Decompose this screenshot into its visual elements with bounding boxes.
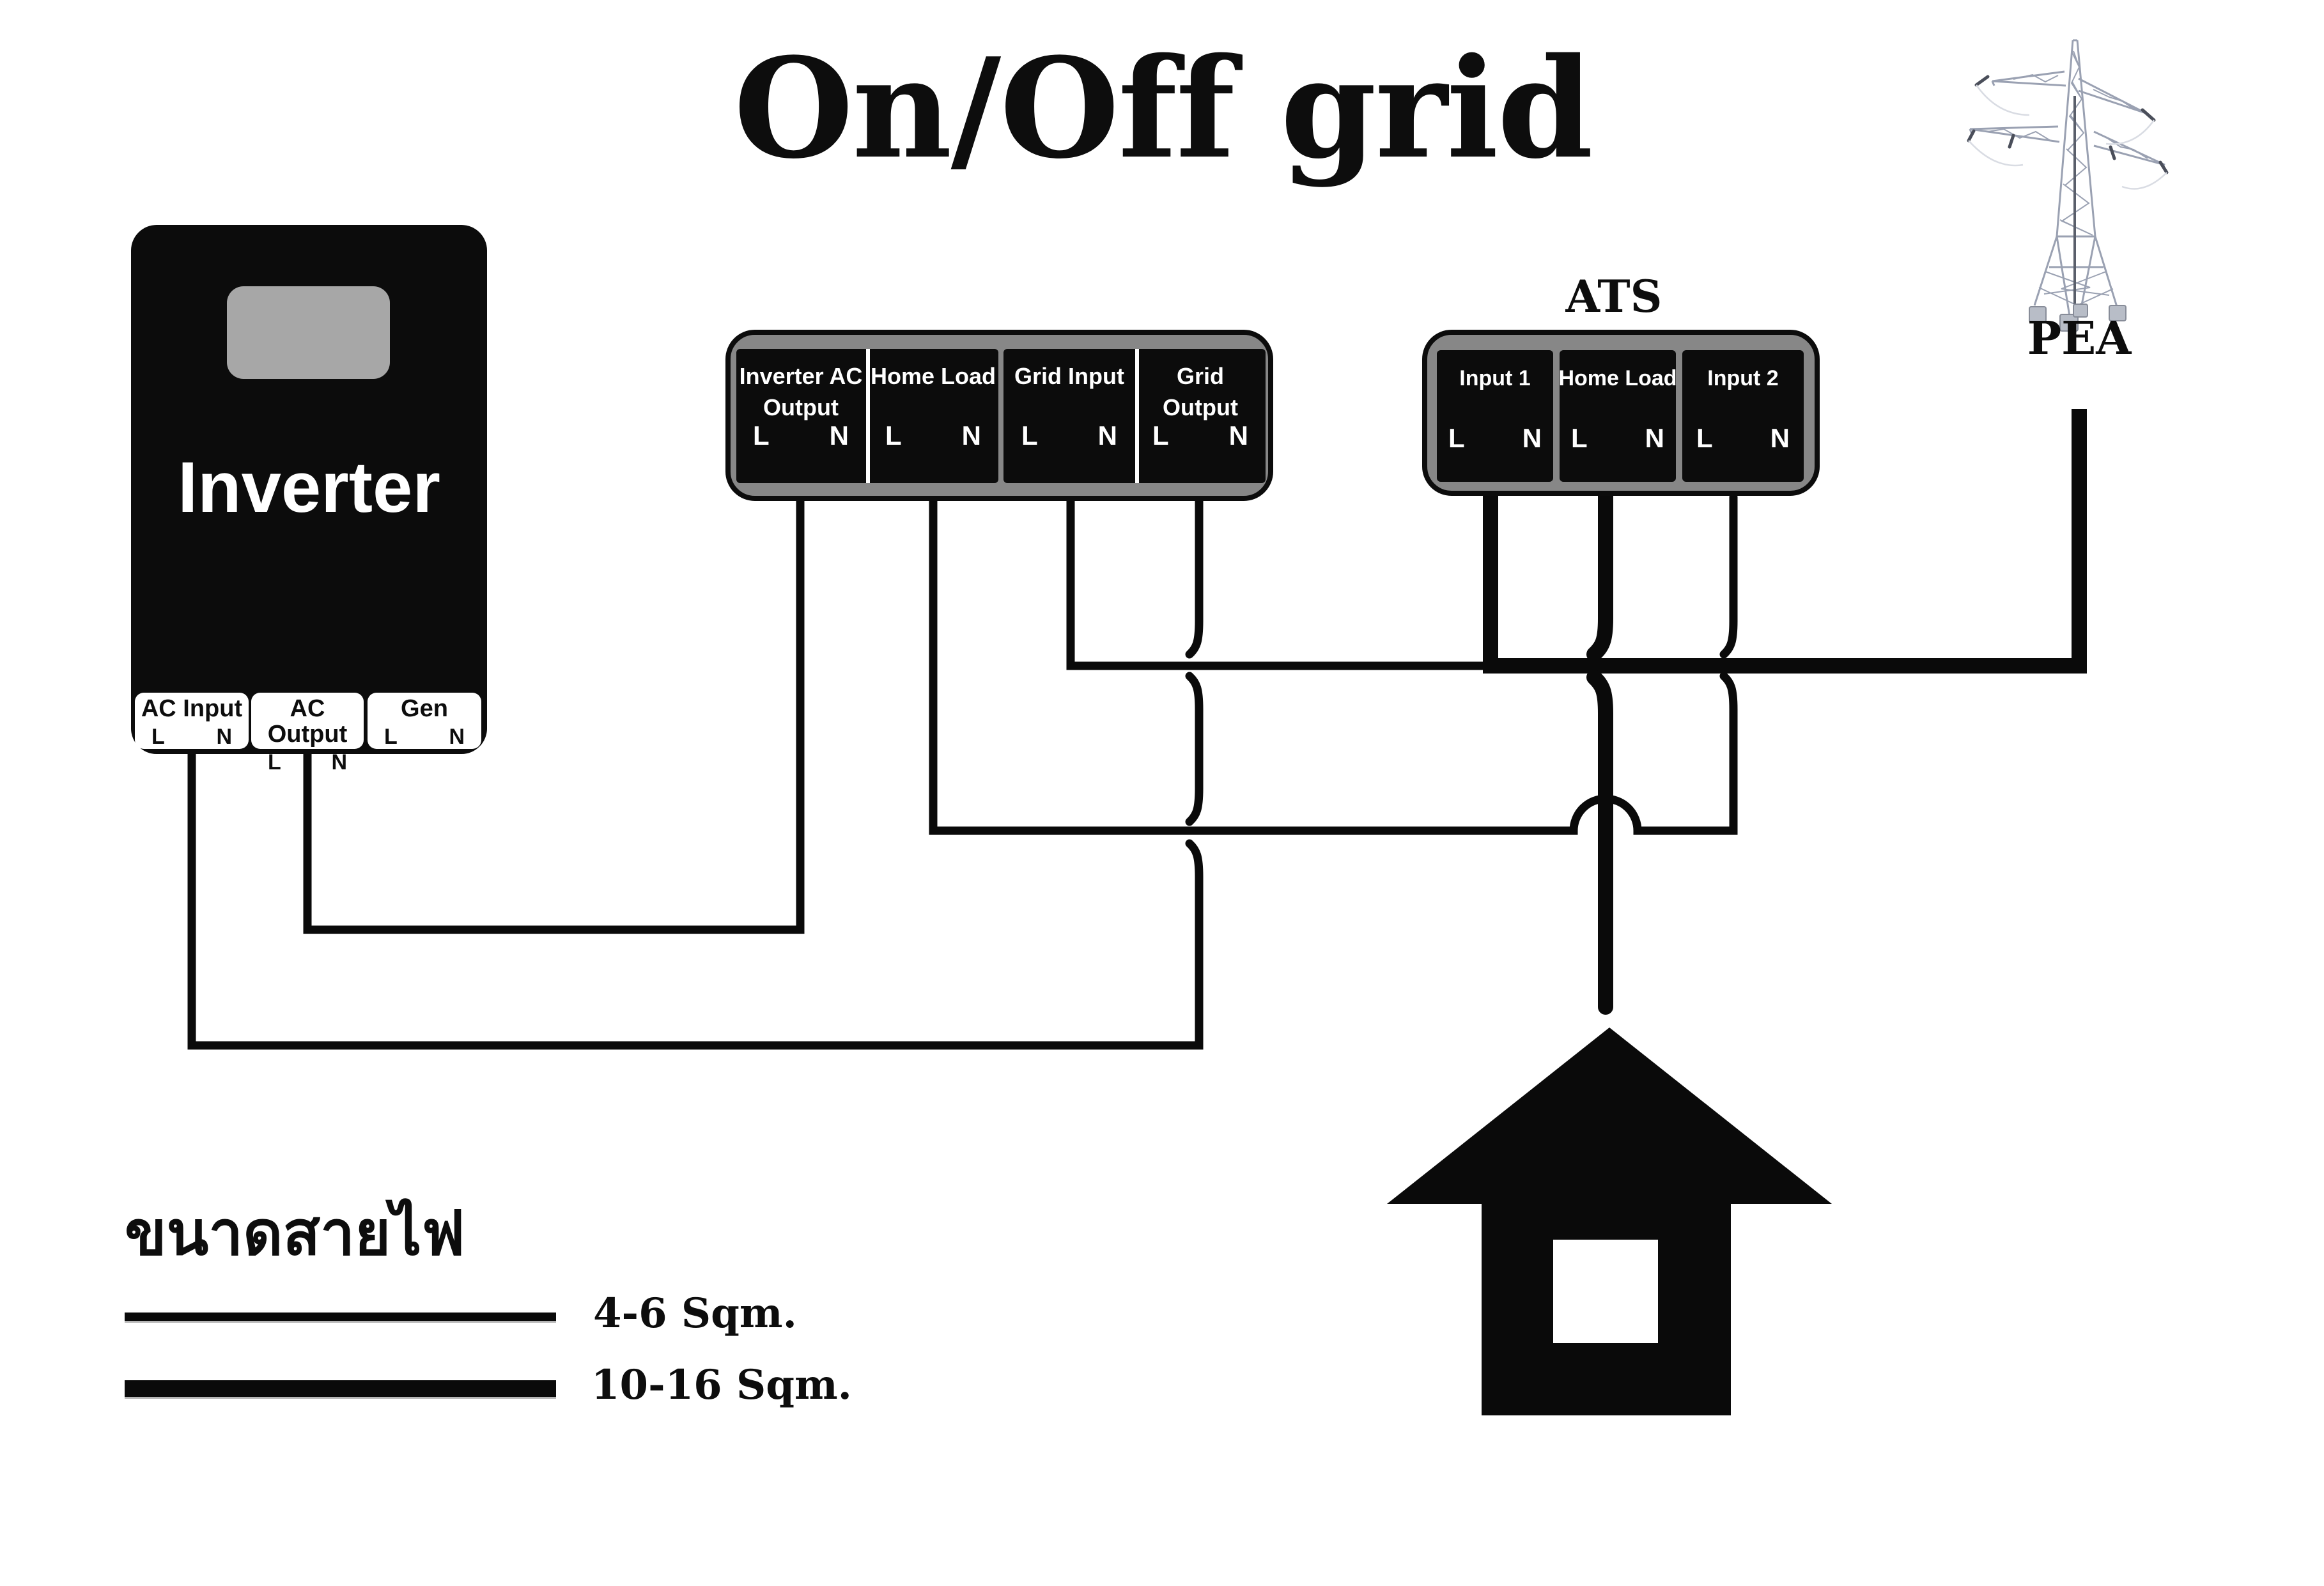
pin-n: N [449, 724, 465, 749]
ats-section-label: Input 2 [1707, 366, 1779, 390]
junction-section-label: Grid Input [1014, 363, 1124, 389]
transmission-tower-icon [1967, 39, 2169, 332]
legend-thick-wire-sample [125, 1380, 556, 1399]
page-title: On/Off grid [734, 27, 1593, 189]
pin-l: L [1571, 423, 1588, 453]
junction-section-label: Home Load [870, 363, 996, 389]
pin-n: N [1770, 423, 1790, 453]
junction-panel-right [1003, 349, 1266, 483]
pin-n: N [829, 420, 849, 450]
pin-l: L [268, 750, 281, 774]
pin-n: N [1645, 423, 1664, 453]
ats-section-pins: L N [1571, 423, 1664, 454]
terminal-label: AC Output [267, 695, 348, 748]
pin-n: N [1522, 423, 1542, 453]
legend-thin-wire-sample [125, 1313, 556, 1323]
pin-n: N [961, 420, 981, 450]
ats-panel-input1 [1437, 350, 1553, 482]
pea-label: PEA [2027, 311, 2132, 365]
pin-l: L [151, 724, 165, 749]
junction-section-label: Inverter AC Output [739, 363, 863, 420]
pin-n: N [1097, 420, 1117, 450]
pin-l: L [1152, 420, 1169, 450]
inverter-terminal-gen: Gen L N [368, 693, 481, 749]
terminal-label: AC Input [141, 695, 243, 722]
junction-section-pins: L N [885, 420, 981, 451]
pin-n: N [331, 750, 347, 774]
pin-l: L [1448, 423, 1465, 453]
ats-title: ATS [1565, 271, 1662, 323]
panel-divider [866, 349, 870, 483]
junction-section-pins: L N [753, 420, 849, 451]
wire-pea-feed [1483, 409, 2087, 674]
wire-grid-output-to-ac-input-a [187, 748, 1204, 1050]
ats-section-pins: L N [1448, 423, 1542, 454]
pin-l: L [753, 420, 770, 450]
inverter-label: Inverter [178, 447, 440, 527]
junction-section-label: Grid Output [1163, 363, 1238, 420]
wire-grid-input-to-pea-line [1066, 500, 1484, 670]
pin-l: L [384, 724, 398, 749]
pin-l: L [1021, 420, 1038, 450]
house-icon [1387, 1028, 1832, 1415]
wire-grid-output-to-ac-input-b [1185, 672, 1204, 826]
ats-section-label: Input 1 [1459, 366, 1531, 390]
legend-thin-label: 4-6 Sqm. [593, 1290, 797, 1337]
ats-panel-home-load [1560, 350, 1676, 482]
inverter-terminal-ac-output: AC Output L N [251, 693, 364, 774]
wire-inverter-ac-output [303, 500, 805, 934]
panel-divider [1135, 349, 1139, 483]
junction-section-pins: L N [1152, 420, 1248, 451]
pin-n: N [1228, 420, 1248, 450]
ats-section-pins: L N [1696, 423, 1790, 454]
legend-thick-label: 10-16 Sqm. [591, 1361, 852, 1409]
junction-section-pins: L N [1021, 420, 1117, 451]
pin-l: L [1696, 423, 1713, 453]
wire-ats-home-load-a [1586, 484, 1613, 662]
wire-home-load-to-ats-input2-a [929, 495, 1738, 835]
ats-section-label: Home Load [1558, 366, 1677, 390]
terminal-label: Gen [401, 695, 448, 722]
pin-n: N [216, 724, 232, 749]
wire-home-load-to-ats-input2-b [1719, 493, 1738, 659]
inverter-terminal-ac-input: AC Input L N [135, 693, 249, 749]
wire-grid-output-to-ac-input-c [1185, 495, 1204, 659]
legend-title: ขนาดสายไฟ [125, 1199, 465, 1268]
pin-l: L [885, 420, 902, 450]
inverter-display-screen [227, 286, 390, 379]
wire-ats-home-load-b [1586, 670, 1613, 1015]
ats-panel-input2 [1682, 350, 1804, 482]
wire-group [187, 409, 2087, 1050]
